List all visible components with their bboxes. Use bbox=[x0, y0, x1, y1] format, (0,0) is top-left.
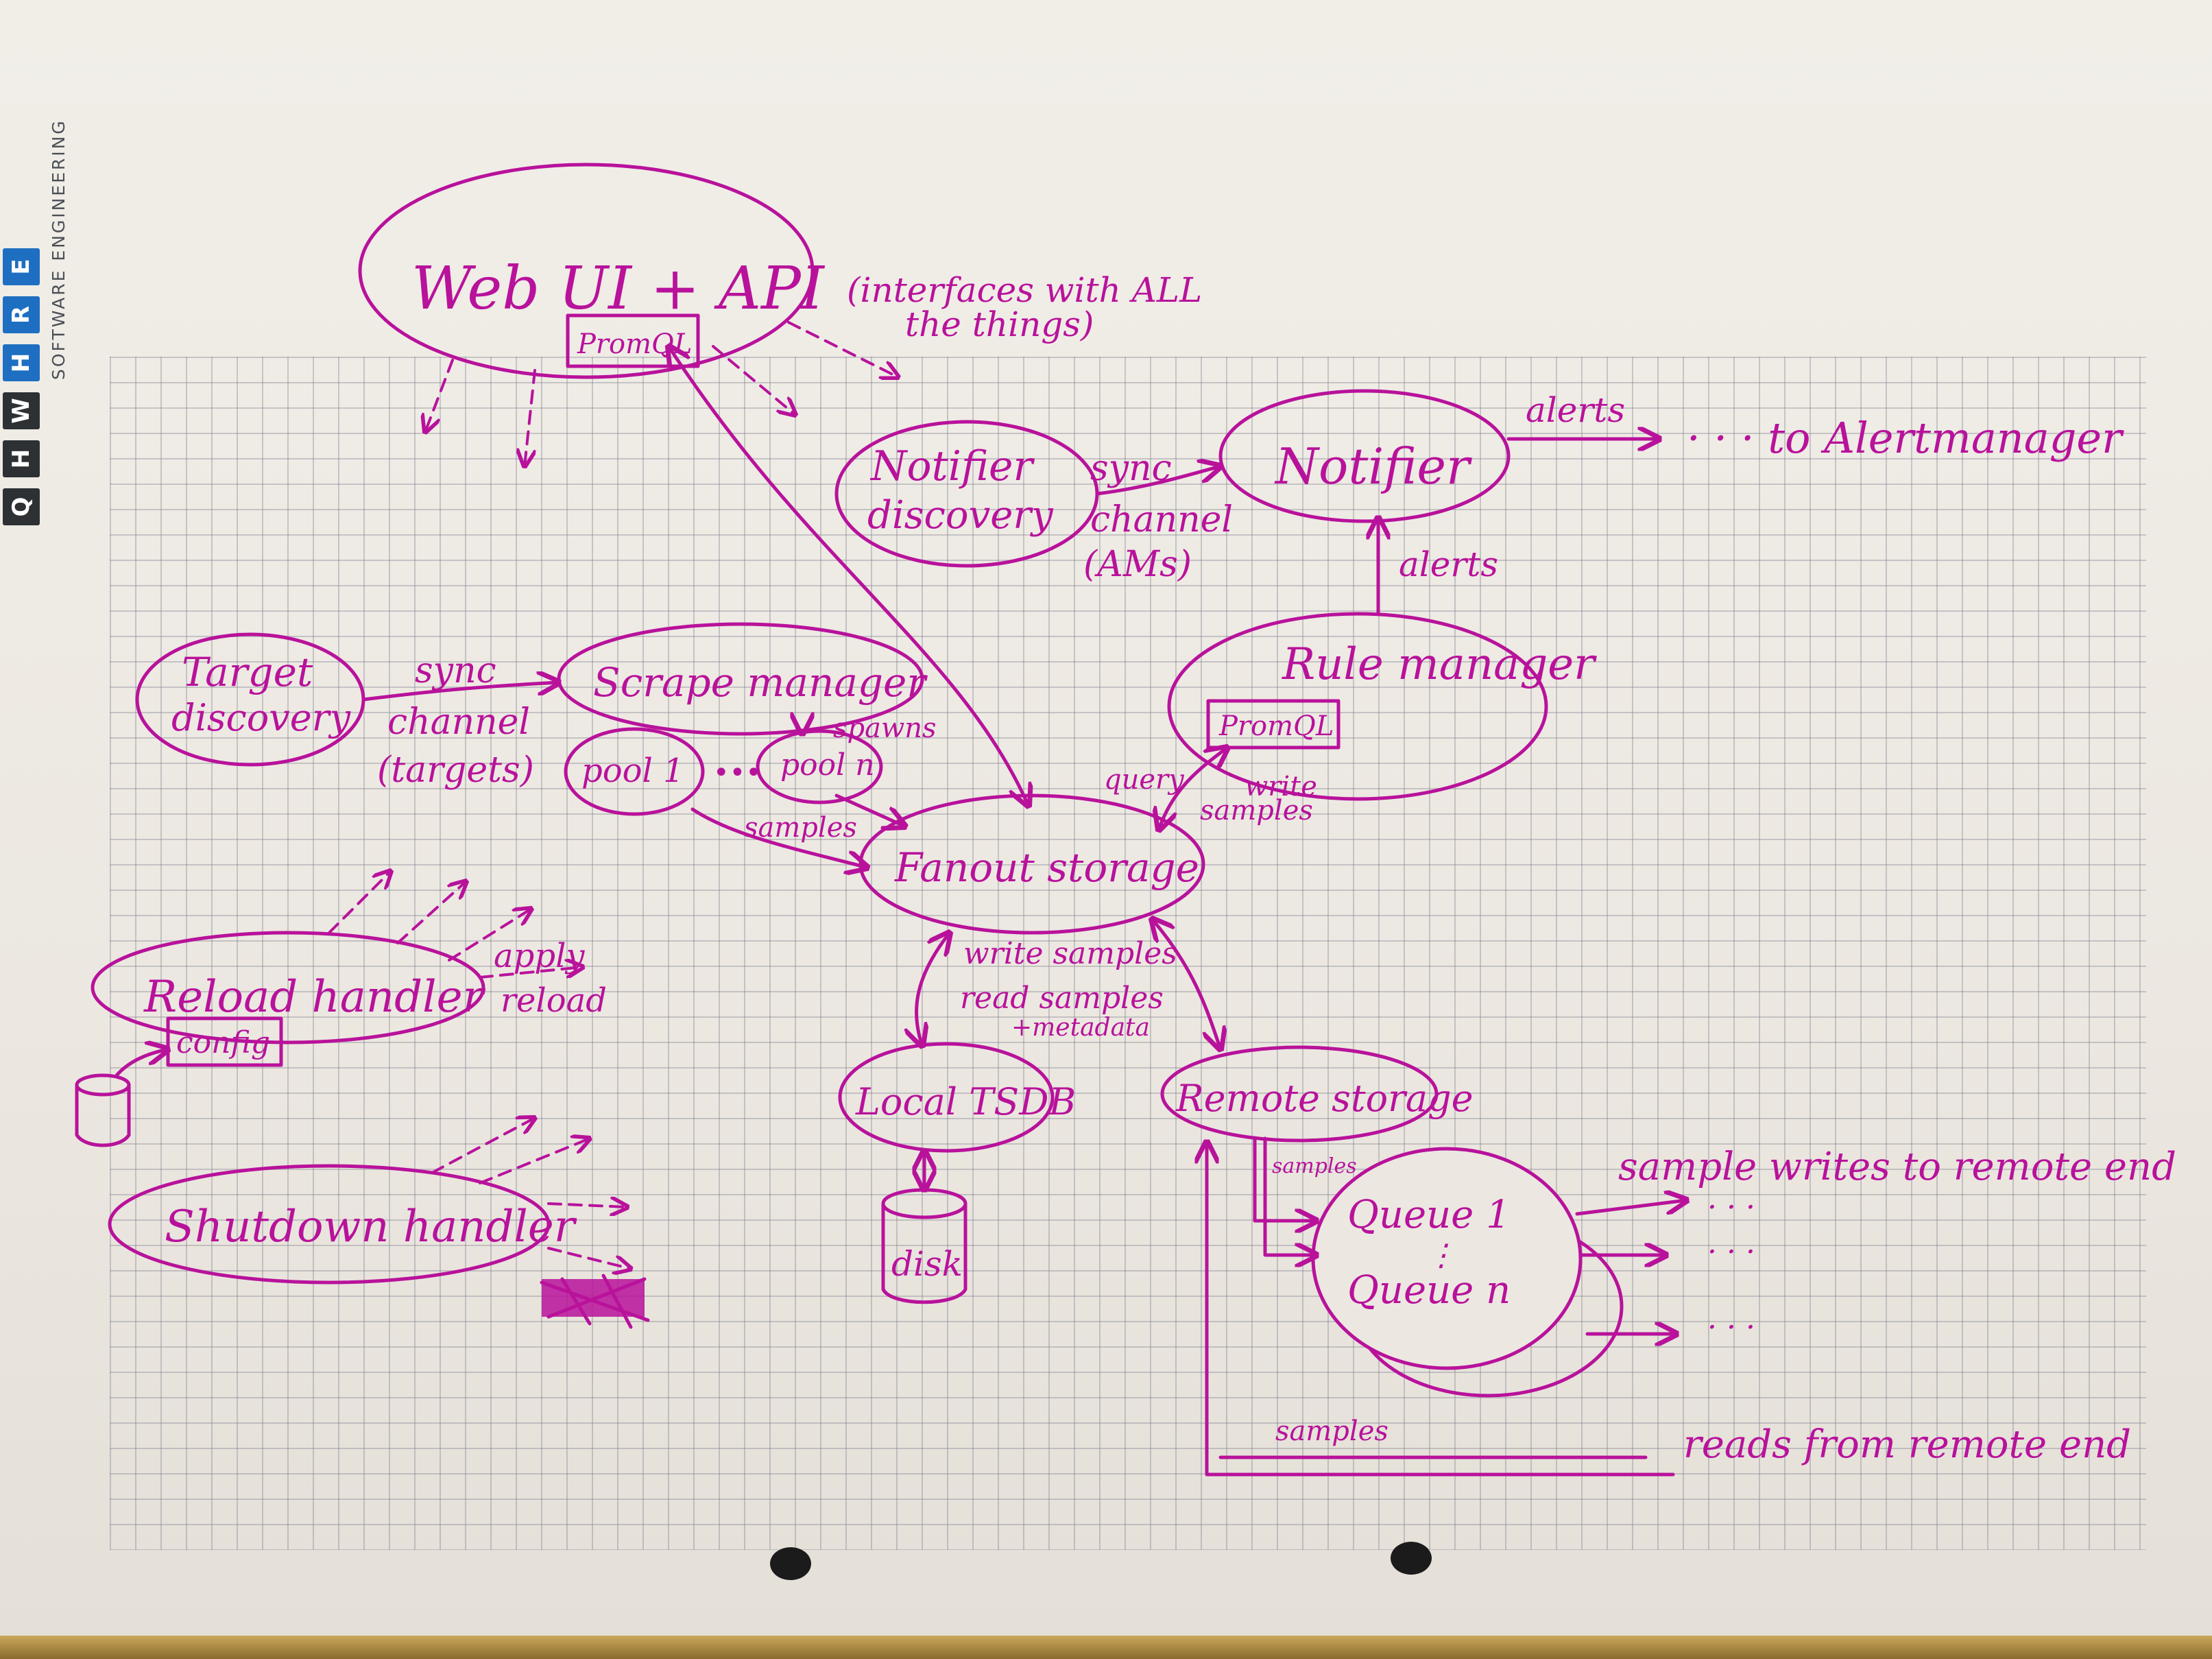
rule-promql-label: PromQL bbox=[1218, 711, 1334, 742]
notifier-node bbox=[1218, 389, 1511, 523]
rule-samples-label: samples bbox=[1200, 795, 1313, 826]
remote-storage-node bbox=[1160, 1045, 1439, 1143]
to-alertmanager-label: · · · to Alertmanager bbox=[1687, 413, 2124, 463]
disk-cylinder bbox=[881, 1202, 967, 1304]
rule-alerts-label: alerts bbox=[1399, 545, 1498, 584]
query-label: query bbox=[1104, 764, 1185, 796]
queue-out-arrow-1 bbox=[1575, 1200, 1687, 1216]
reload-dashed-arrow-4 bbox=[479, 967, 583, 979]
binder-hole-left bbox=[770, 1547, 811, 1580]
reload-handler-node bbox=[91, 931, 485, 1045]
web-ui-dashed-arrow-2 bbox=[525, 369, 536, 466]
remote-to-queue-arrow-2 bbox=[1263, 1136, 1317, 1255]
shutdown-handler-node bbox=[108, 1164, 551, 1285]
rule-manager-node bbox=[1167, 612, 1548, 801]
rule-write-label: write bbox=[1245, 771, 1317, 802]
disk-top bbox=[881, 1188, 967, 1219]
reads-samples-label: samples bbox=[1275, 1416, 1388, 1447]
reload-dashed-arrow-3 bbox=[448, 909, 531, 962]
reads-from-label: reads from remote end bbox=[1683, 1422, 2131, 1467]
config-label: config bbox=[176, 1025, 270, 1060]
target-sync-label: sync bbox=[415, 650, 496, 691]
notifier-sync-arrow bbox=[1095, 466, 1221, 496]
reload-dashed-arrow-2 bbox=[396, 881, 466, 944]
web-ui-dashed-arrow-3 bbox=[712, 345, 795, 415]
queue-ellipsis-3: · · · bbox=[1707, 1310, 1755, 1345]
sample-writes-label: sample writes to remote end bbox=[1618, 1145, 2176, 1189]
metadata-label: +metadata bbox=[1011, 1014, 1150, 1042]
queue-1-label: Queue 1 bbox=[1347, 1193, 1511, 1237]
web-ui-dashed-arrow-1 bbox=[425, 359, 454, 432]
config-db-top bbox=[75, 1073, 131, 1097]
pool-1-label: pool 1 bbox=[581, 752, 684, 790]
write-samples-label: write samples bbox=[963, 936, 1177, 971]
graph-paper-grid bbox=[110, 357, 2146, 1550]
interfaces-note-line1: (interfaces with ALL bbox=[847, 270, 1202, 310]
spawns-label: spawns bbox=[833, 713, 937, 744]
target-channel-label: channel bbox=[387, 702, 530, 743]
desk-edge bbox=[0, 1636, 2212, 1659]
target-targets-label: (targets) bbox=[377, 750, 534, 791]
rule-promql-box bbox=[1206, 699, 1341, 750]
shutdown-dashed-arrow-4 bbox=[547, 1247, 631, 1269]
fanout-tsdb-arrow bbox=[916, 933, 950, 1046]
fanout-storage-label: Fanout storage bbox=[894, 844, 1199, 891]
web-ui-node bbox=[358, 163, 815, 379]
notifier-sync-label: sync bbox=[1090, 448, 1172, 489]
samples-to-fanout-arrow bbox=[690, 807, 867, 868]
queue-dots-label: ⋮ bbox=[1426, 1238, 1456, 1273]
apply-label: apply bbox=[494, 937, 585, 975]
fanout-remote-arrow bbox=[1152, 919, 1221, 1049]
rule-fanout-arrow bbox=[1159, 748, 1227, 830]
reads-from-remote-arrow bbox=[1207, 1142, 1675, 1477]
pool-dots-label: ••• bbox=[713, 757, 762, 789]
web-ui-label: Web UI + API bbox=[411, 254, 826, 323]
notifier-channel-label: channel bbox=[1090, 499, 1233, 540]
remote-storage-label: Remote storage bbox=[1175, 1077, 1474, 1120]
read-samples-label: read samples bbox=[960, 981, 1164, 1016]
db-to-config-arrow bbox=[115, 1049, 168, 1077]
disk-label: disk bbox=[891, 1244, 963, 1284]
queue-ellipsis-1: · · · bbox=[1707, 1190, 1755, 1225]
interfaces-note-line2: the things) bbox=[905, 305, 1094, 344]
target-sync-arrow bbox=[361, 682, 559, 702]
pool-n-label: pool n bbox=[780, 748, 875, 783]
target-discovery-label-2: discovery bbox=[171, 696, 352, 739]
queue-ellipsis-2: · · · bbox=[1707, 1234, 1755, 1269]
shutdown-dashed-arrow-2 bbox=[479, 1138, 590, 1184]
target-discovery-label-1: Target bbox=[182, 649, 313, 695]
samples-to-fanout-label: samples bbox=[744, 812, 857, 844]
local-tsdb-label: Local TSDB bbox=[855, 1080, 1076, 1123]
shutdown-handler-label: Shutdown handler bbox=[165, 1202, 577, 1252]
shutdown-dashed-arrow-1 bbox=[431, 1118, 535, 1174]
reload-dashed-arrow-1 bbox=[328, 871, 391, 934]
alerts-out-label: alerts bbox=[1526, 390, 1625, 430]
remote-samples-label: samples bbox=[1272, 1154, 1357, 1178]
queue-n-label: Queue n bbox=[1347, 1268, 1511, 1313]
notifier-ams-label: (AMs) bbox=[1083, 544, 1192, 585]
scrape-manager-label: Scrape manager bbox=[593, 659, 928, 706]
notifier-label: Notifier bbox=[1274, 438, 1472, 495]
notifier-discovery-label-1: Notifier bbox=[869, 442, 1035, 490]
web-ui-dashed-arrow-4 bbox=[787, 321, 898, 377]
scribble-mark bbox=[540, 1274, 650, 1329]
reload-handler-label: Reload handler bbox=[143, 972, 485, 1023]
webui-to-fanout-arrow bbox=[669, 346, 1029, 806]
binder-hole-right bbox=[1391, 1542, 1432, 1575]
rule-manager-label: Rule manager bbox=[1282, 639, 1597, 690]
notifier-discovery-label-2: discovery bbox=[867, 493, 1054, 538]
reload-label: reload bbox=[501, 981, 607, 1020]
remote-to-queue-arrow-1 bbox=[1253, 1136, 1317, 1221]
config-db-cylinder bbox=[75, 1083, 131, 1147]
shutdown-dashed-arrow-3 bbox=[547, 1204, 627, 1207]
